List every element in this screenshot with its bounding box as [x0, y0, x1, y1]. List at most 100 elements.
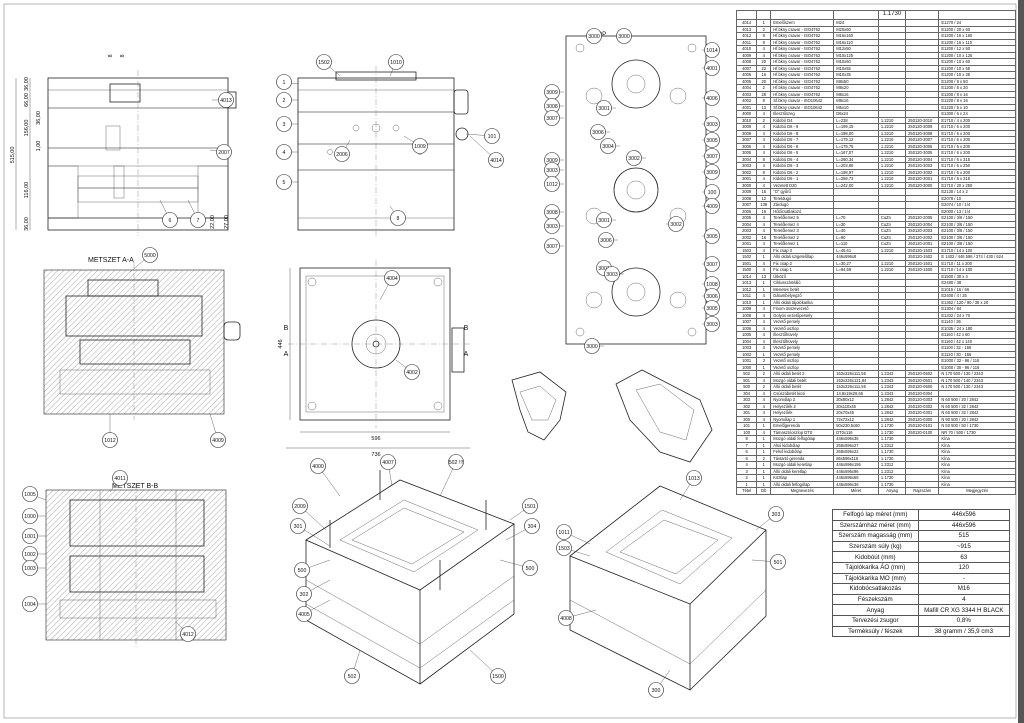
balloon-label: 3006 — [706, 294, 718, 300]
bom-cell: E1200 / 8 x 20 — [938, 84, 1016, 92]
item-balloon — [544, 110, 564, 126]
item-balloon — [469, 649, 506, 684]
spec-value: 515 — [917, 530, 1011, 542]
balloon-label: 3002 — [670, 222, 682, 228]
dimension-label: 156,00 — [24, 120, 30, 137]
balloon-label: 3007 — [706, 154, 718, 160]
item-balloon — [290, 518, 331, 547]
item-balloon — [509, 498, 538, 521]
bom-cell — [905, 64, 940, 72]
item-balloon — [22, 486, 47, 502]
spec-value: 63 — [917, 551, 1011, 563]
balloon-label: 4007 — [382, 460, 394, 466]
bom-cell: 4002 — [735, 97, 758, 105]
spec-label: Szerszám magasság (mm) — [832, 530, 919, 542]
bom-cell: 8 — [756, 97, 772, 105]
bom-cell — [905, 97, 940, 105]
balloon-label: 1004 — [24, 602, 36, 608]
spec-label: Fészekszám — [832, 593, 919, 606]
bom-cell: 2 — [756, 84, 772, 92]
balloon-label: 1013 — [688, 476, 700, 482]
bom-cell: E1300 / 6 x 24 — [938, 110, 1016, 118]
balloon-label: 4008 — [560, 616, 572, 622]
item-balloon — [159, 199, 178, 228]
item-balloon — [22, 596, 46, 612]
bom-cell: 4007 — [735, 64, 758, 72]
item-balloon — [702, 164, 720, 180]
spec-row: Felfogó lap méret (mm)446x596 — [832, 509, 1011, 521]
balloon-label: 3002 — [628, 156, 640, 162]
plan-view — [286, 260, 470, 449]
bom-cell: E1710 / 4 x 200 — [938, 116, 1016, 124]
bom-cell — [905, 71, 940, 79]
balloon-label: 1011 — [558, 530, 569, 536]
bom-cell: 4001 — [735, 103, 758, 111]
balloon-label: 1 — [283, 80, 286, 86]
bom-cell — [735, 10, 758, 20]
balloon-label: 4001 — [706, 66, 718, 72]
item-balloon — [276, 74, 299, 90]
item-balloon — [276, 116, 298, 132]
bom-cell: E1220 / 8 x 16 — [938, 97, 1016, 105]
bom-cell — [756, 10, 772, 20]
item-balloon — [544, 238, 564, 254]
bom-cell: 28 — [756, 90, 772, 98]
item-balloon — [276, 144, 298, 160]
bom-cell: Hf.bkny csavar - ISO4762 — [770, 90, 835, 98]
item-balloon — [344, 649, 361, 684]
bom-cell: Kidobó D4 — [770, 116, 835, 124]
balloon-label: 1501 — [524, 504, 536, 510]
spec-value: 120 — [917, 561, 1011, 574]
bom-cell — [877, 90, 907, 98]
balloon-label: 1012 — [546, 182, 558, 188]
part-isometric-views — [511, 369, 713, 463]
bom-cell: E1200 / 10 x 60 — [938, 58, 1016, 66]
spec-label: Felfogó lap méret (mm) — [832, 509, 919, 521]
item-balloon — [616, 28, 636, 44]
balloon-label: 1008 — [706, 282, 718, 288]
section-bb — [45, 484, 227, 648]
bom-cell: 4005 — [735, 77, 758, 85]
bom-cell — [938, 10, 1016, 20]
balloon-label: 304 — [528, 524, 537, 530]
bom-cell: E1200 / 10 x 55 — [938, 64, 1016, 72]
item-balloon — [544, 218, 564, 234]
section-title: METSZET A-A — [88, 257, 134, 264]
bom-cell: E1200 / 8 x 16 — [938, 90, 1016, 98]
bom-cell: 4008 — [735, 58, 758, 66]
balloon-label: 1000 — [24, 514, 36, 520]
spec-label: Tervezési zsugor — [832, 614, 919, 627]
balloon-label: 3000 — [586, 344, 598, 350]
spec-label: Anyag — [832, 604, 919, 616]
balloon-label: 3009 — [546, 90, 558, 96]
item-balloon — [187, 199, 206, 228]
balloon-label: 5000 — [144, 253, 156, 259]
balloon-label: 4002 — [406, 370, 418, 376]
balloon-label: 2007 — [218, 150, 230, 156]
item-balloon — [22, 508, 46, 524]
bom-cell — [905, 77, 940, 85]
balloon-label: 502 !!! — [449, 460, 463, 466]
spec-label: Termèksúly / fészek — [832, 625, 919, 638]
balloon-label: 4014 — [490, 158, 502, 164]
balloon-label: 1001 — [24, 534, 36, 540]
bom-header-cell: Anyag — [877, 487, 907, 495]
item-balloon — [558, 609, 597, 626]
balloon-label: 2006 — [336, 152, 348, 158]
item-balloon — [648, 669, 671, 698]
balloon-label: 7 — [197, 218, 200, 224]
balloon-label: 3003 — [606, 272, 618, 278]
